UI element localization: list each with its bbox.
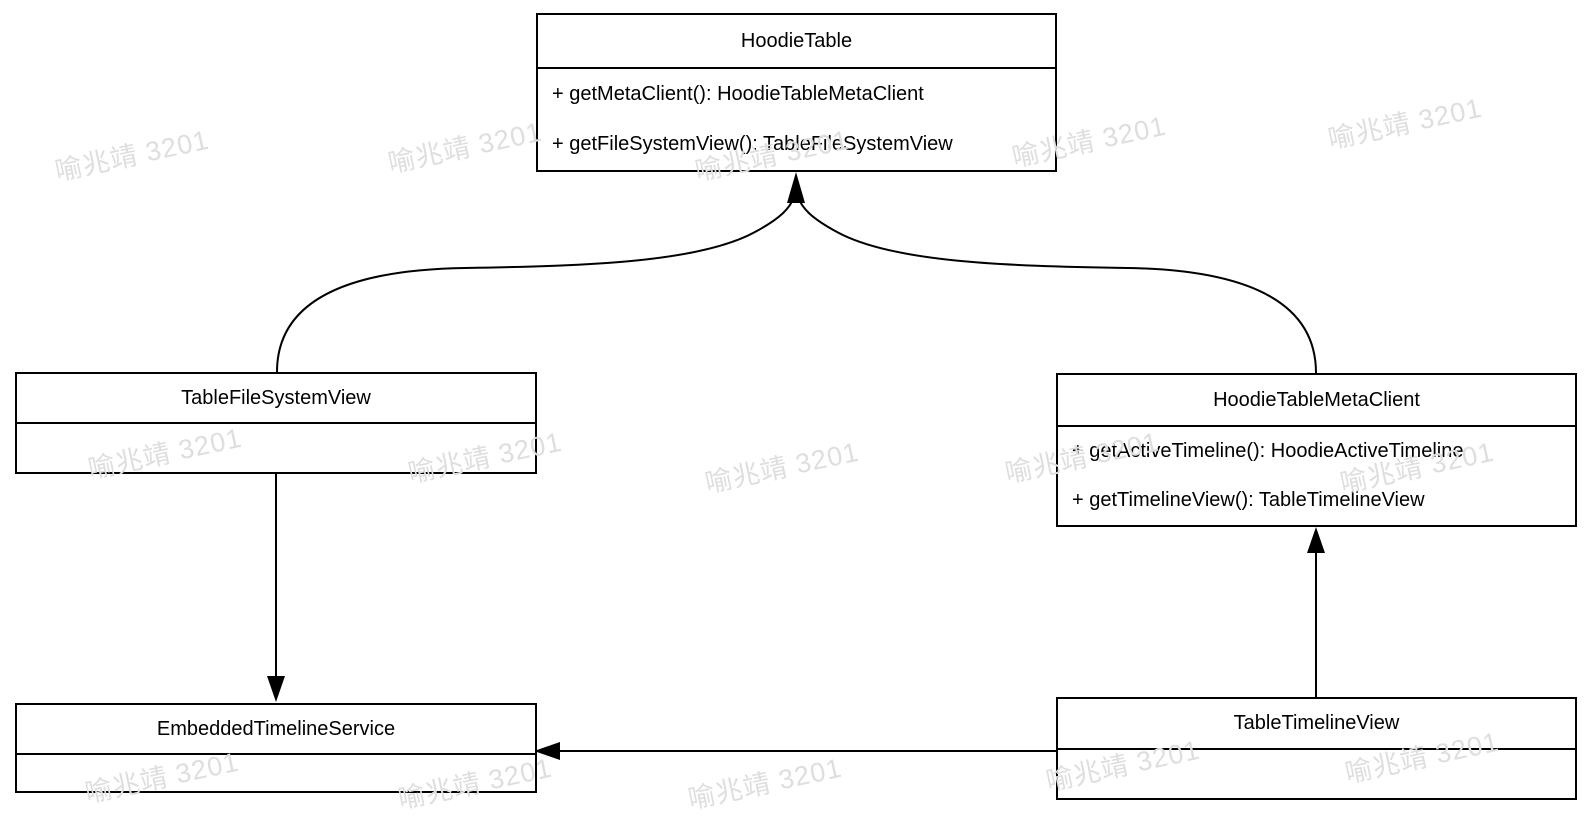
arrowhead-to-embeddedtimelineservice-right <box>534 742 560 760</box>
class-body-empty <box>17 755 535 791</box>
class-name-hoodietablemetaclient: HoodieTableMetaClient <box>1058 375 1575 427</box>
class-body-empty <box>17 424 535 472</box>
class-box-tabletimelineview: TableTimelineView <box>1056 697 1577 800</box>
class-methods-hoodietablemetaclient: + getActiveTimeline(): HoodieActiveTimel… <box>1058 427 1575 525</box>
class-box-embeddedtimelineservice: EmbeddedTimelineService <box>15 703 537 793</box>
class-method: + getFileSystemView(): TableFileSystemVi… <box>552 133 953 156</box>
arrowhead-to-hoodietablemetaclient <box>1307 527 1325 553</box>
class-name-embeddedtimelineservice: EmbeddedTimelineService <box>17 705 535 755</box>
arrowhead-to-hoodietable <box>787 172 805 203</box>
class-method: + getActiveTimeline(): HoodieActiveTimel… <box>1072 440 1464 462</box>
class-name-tablefilesystemview: TableFileSystemView <box>17 374 535 424</box>
class-body-empty <box>1058 750 1575 798</box>
class-box-hoodietable: HoodieTable + getMetaClient(): HoodieTab… <box>536 13 1057 172</box>
class-method: + getTimelineView(): TableTimelineView <box>1072 489 1425 511</box>
watermark-text: 喻兆靖 3201 <box>702 436 862 499</box>
class-box-tablefilesystemview: TableFileSystemView <box>15 372 537 474</box>
arrowhead-to-embeddedtimelineservice-top <box>267 676 285 702</box>
edge-hoodietablemetaclient-to-hoodietable <box>797 196 1317 374</box>
class-method: + getMetaClient(): HoodieTableMetaClient <box>552 82 924 105</box>
class-box-hoodietablemetaclient: HoodieTableMetaClient + getActiveTimelin… <box>1056 373 1577 527</box>
class-name-tabletimelineview: TableTimelineView <box>1058 699 1575 750</box>
watermark-text: 喻兆靖 3201 <box>385 116 545 179</box>
class-methods-hoodietable: + getMetaClient(): HoodieTableMetaClient… <box>538 69 1055 170</box>
class-name-hoodietable: HoodieTable <box>538 15 1055 69</box>
watermark-text: 喻兆靖 3201 <box>52 124 212 187</box>
edge-tablefilesystemview-to-hoodietable <box>276 196 795 373</box>
watermark-text: 喻兆靖 3201 <box>1325 92 1485 155</box>
watermark-text: 喻兆靖 3201 <box>685 752 845 815</box>
